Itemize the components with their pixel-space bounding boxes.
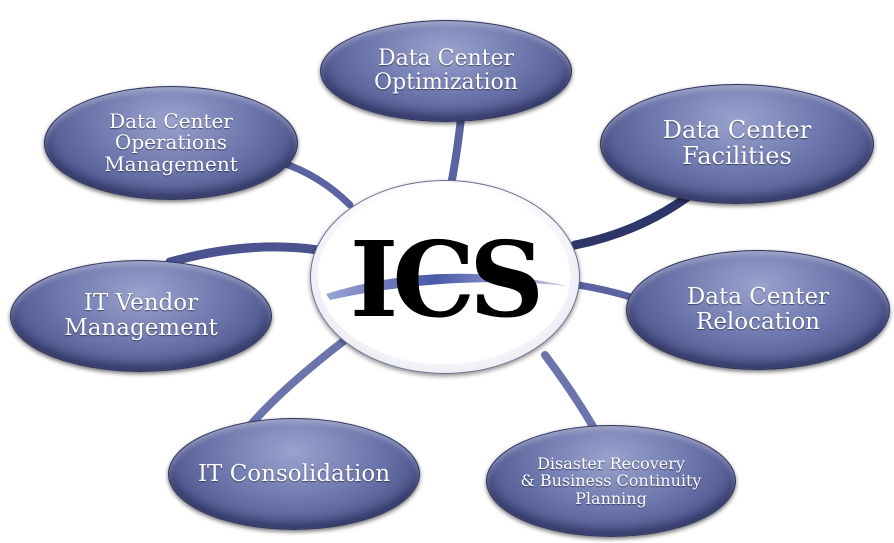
node-label-optimization: Data Center Optimization — [374, 46, 518, 95]
connector-consolidation — [244, 336, 349, 432]
node-disaster-recovery-business-continuity: Disaster Recovery & Business Continuity … — [486, 425, 736, 537]
node-it-vendor-management: IT Vendor Management — [10, 260, 272, 372]
node-label-facilities: Data Center Facilities — [662, 116, 812, 170]
node-label-consolidation: IT Consolidation — [197, 460, 391, 487]
node-data-center-operations-management: Data Center Operations Management — [44, 86, 298, 200]
connector-vendor — [165, 242, 323, 267]
node-it-consolidation: IT Consolidation — [168, 418, 420, 530]
node-data-center-facilities: Data Center Facilities — [600, 84, 874, 204]
ics-logo: ICS — [326, 218, 568, 341]
connector-disaster — [541, 351, 599, 434]
node-label-operations: Data Center Operations Management — [104, 108, 238, 176]
logo-text: ICS — [350, 218, 539, 341]
node-data-center-relocation: Data Center Relocation — [626, 250, 890, 370]
node-label-vendor: IT Vendor Management — [64, 290, 218, 341]
connector-facilities — [570, 190, 695, 250]
node-label-relocation: Data Center Relocation — [686, 284, 830, 335]
node-label-disaster: Disaster Recovery & Business Continuity … — [520, 454, 702, 508]
node-data-center-optimization: Data Center Optimization — [320, 20, 572, 122]
logo-swoosh — [326, 273, 568, 300]
